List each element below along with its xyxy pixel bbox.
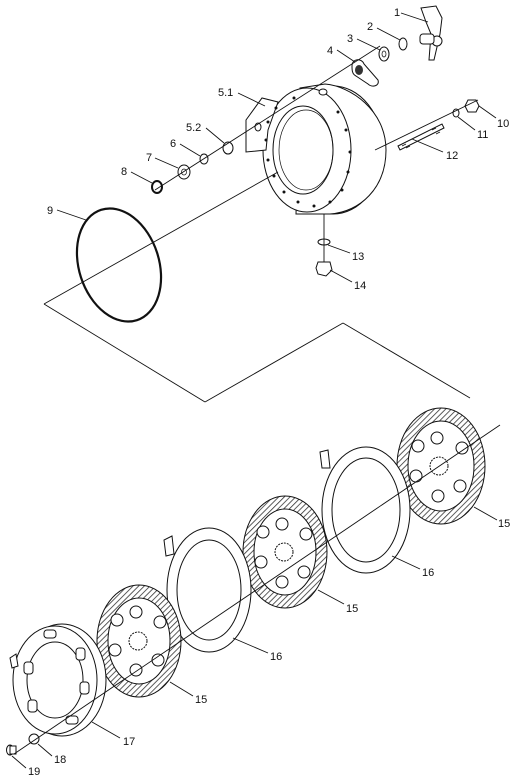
callout-15-bottom: 15 (195, 694, 207, 706)
callout-14: 14 (354, 280, 366, 292)
assembly-lines-top (43, 45, 479, 403)
callout-5-1: 5.1 (218, 87, 233, 99)
part-friction-disc-15-bottom (96, 584, 182, 698)
part-ring-2 (398, 37, 408, 51)
callout-5-2: 5.2 (186, 122, 201, 134)
callout-4: 4 (327, 45, 333, 57)
callout-16-lower: 16 (270, 651, 282, 663)
leader-lines (11, 12, 498, 769)
part-steel-plate-16-top (319, 446, 411, 574)
callout-6: 6 (170, 138, 176, 150)
part-housing (245, 83, 387, 215)
part-friction-disc-15-middle (242, 495, 328, 609)
part-pressure-plate-17 (9, 623, 107, 737)
assembly-lines-lower (13, 424, 501, 755)
callout-11: 11 (477, 129, 488, 141)
part-steel-plate-16-lower (163, 527, 252, 653)
callout-13: 13 (352, 251, 364, 263)
callout-2: 2 (367, 21, 373, 33)
part-washer-7 (177, 164, 191, 180)
part-snap-ring-8 (151, 180, 163, 194)
part-friction-disc-15-top (396, 407, 486, 525)
callout-19: 19 (28, 766, 40, 777)
part-lever (419, 5, 443, 61)
callout-17: 17 (123, 736, 135, 748)
callout-3: 3 (347, 33, 353, 45)
callout-16-top: 16 (422, 567, 434, 579)
part-nut-10 (464, 99, 480, 113)
callout-labels: 1 2 3 4 5.1 5.2 6 7 8 9 10 11 12 13 14 1… (28, 7, 510, 777)
part-stud-12 (397, 123, 445, 151)
callout-12: 12 (446, 150, 458, 162)
part-ball-18 (28, 733, 40, 745)
part-nut-14 (315, 261, 333, 277)
callout-15-middle: 15 (346, 603, 358, 615)
part-washer-3 (378, 46, 390, 62)
part-cam-4 (351, 59, 379, 87)
callout-1: 1 (394, 7, 400, 19)
callout-8: 8 (121, 166, 127, 178)
callout-9: 9 (47, 205, 53, 217)
part-o-ring-9 (75, 207, 163, 323)
housing-bolt-holes (264, 96, 352, 208)
callout-7: 7 (146, 152, 152, 164)
callout-10: 10 (497, 118, 509, 130)
callout-18: 18 (54, 754, 66, 766)
part-plug-19 (6, 744, 17, 756)
callout-15-top: 15 (498, 518, 510, 530)
